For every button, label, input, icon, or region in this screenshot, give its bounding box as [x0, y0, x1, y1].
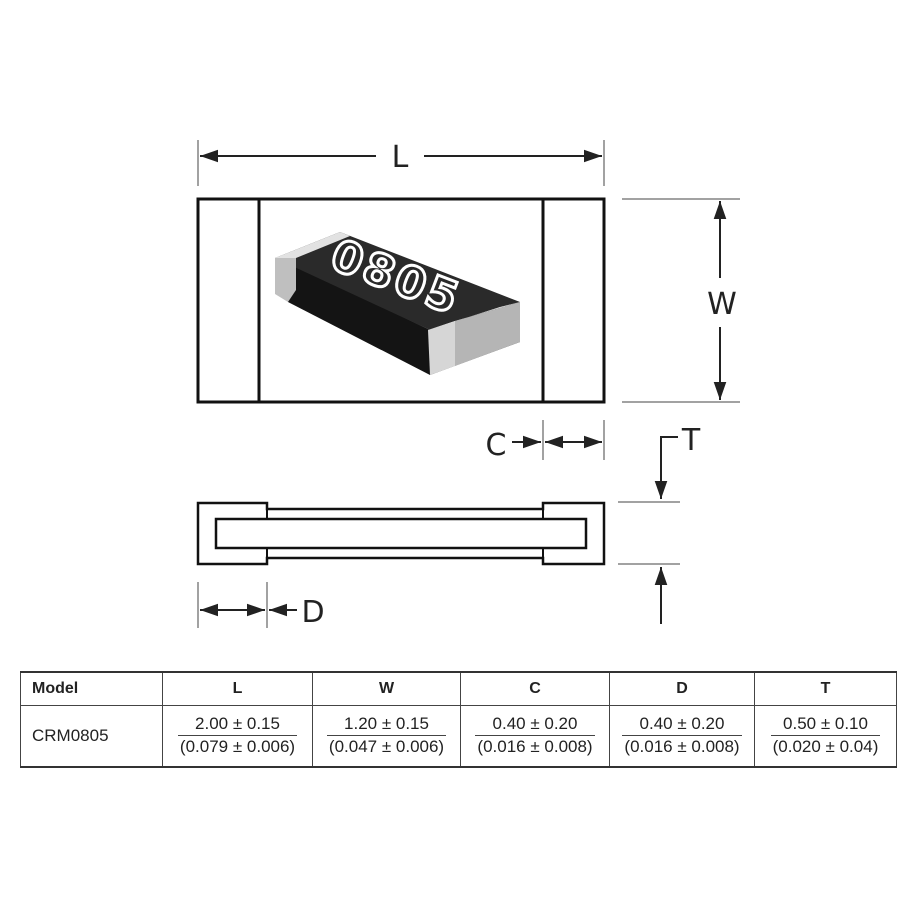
header-T: T — [754, 671, 897, 706]
dimension-T: T — [618, 423, 701, 624]
value-mm: 0.50 ± 0.10 — [783, 714, 868, 734]
value-inch: (0.079 ± 0.006) — [177, 735, 298, 757]
table-row: CRM0805 2.00 ± 0.15 (0.079 ± 0.006) 1.20… — [20, 704, 897, 768]
value-mm: 0.40 ± 0.20 — [492, 714, 578, 734]
dimension-C: C — [486, 420, 605, 463]
value-mm: 0.40 ± 0.20 — [639, 714, 725, 734]
value-inch: (0.020 ± 0.04) — [770, 735, 881, 757]
value-inch: (0.016 ± 0.008) — [622, 735, 742, 757]
dimension-L: L — [197, 140, 605, 186]
table-header-row: Model L W C D T — [20, 671, 897, 706]
side-view — [196, 501, 606, 566]
model-name: CRM0805 — [20, 704, 163, 768]
label-T: T — [681, 423, 701, 458]
value-mm: 1.20 ± 0.15 — [344, 714, 429, 734]
header-model: Model — [20, 671, 163, 706]
header-D: D — [609, 671, 755, 706]
chip-resistor-image: 0805 — [275, 228, 520, 375]
value-mm: 2.00 ± 0.15 — [195, 714, 280, 734]
header-W: W — [312, 671, 461, 706]
header-C: C — [460, 671, 610, 706]
label-C: C — [486, 428, 507, 463]
value-D: 0.40 ± 0.20 (0.016 ± 0.008) — [609, 704, 755, 768]
label-W: W — [707, 287, 737, 322]
value-inch: (0.016 ± 0.008) — [475, 735, 595, 757]
dimension-table: Model L W C D T CRM0805 2.00 ± 0.15 (0.0… — [20, 671, 897, 768]
header-L: L — [162, 671, 313, 706]
top-view — [196, 197, 606, 404]
value-T: 0.50 ± 0.10 (0.020 ± 0.04) — [754, 704, 897, 768]
label-L: L — [392, 140, 409, 175]
value-W: 1.20 ± 0.15 (0.047 ± 0.006) — [312, 704, 461, 768]
value-L: 2.00 ± 0.15 (0.079 ± 0.006) — [162, 704, 313, 768]
dimension-D: D — [197, 582, 325, 630]
label-D: D — [301, 595, 324, 630]
dimension-W: W — [622, 198, 740, 403]
value-C: 0.40 ± 0.20 (0.016 ± 0.008) — [460, 704, 610, 768]
value-inch: (0.047 ± 0.006) — [326, 735, 447, 757]
